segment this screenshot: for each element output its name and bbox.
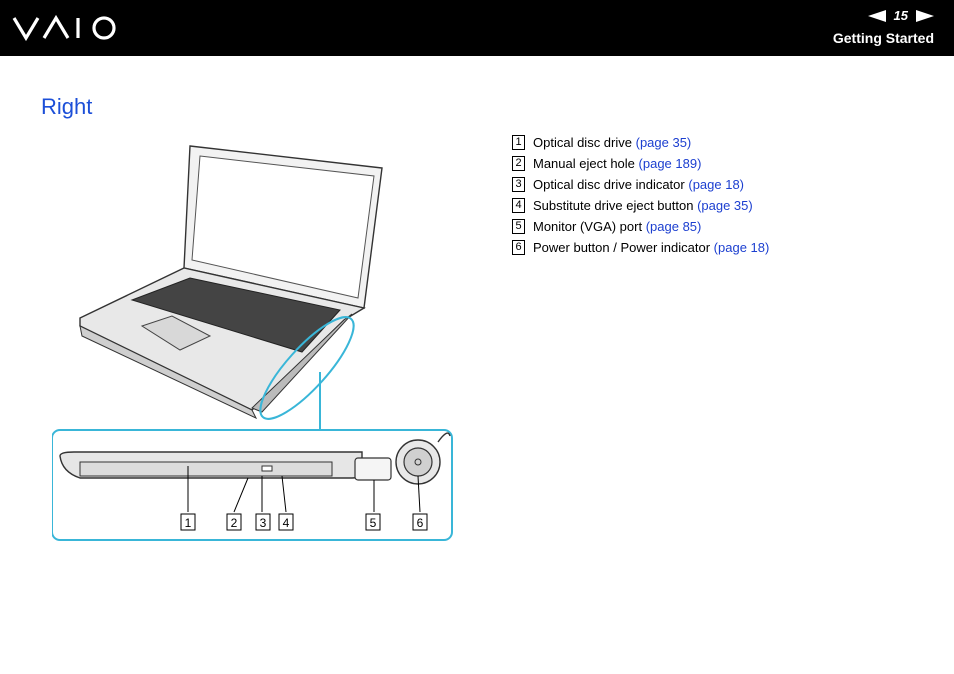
laptop-right-side-illustration: 1 2 3 4 5 6 xyxy=(52,145,453,541)
laptop-front-edge xyxy=(79,325,258,420)
prev-page-arrow-icon[interactable] xyxy=(867,9,886,22)
list-item: 3 Optical disc drive indicator (page 18) xyxy=(512,174,769,195)
item-number: 2 xyxy=(512,156,525,171)
list-item: 5 Monitor (VGA) port (page 85) xyxy=(512,216,769,237)
item-number: 6 xyxy=(512,240,525,255)
optical-disc-drive xyxy=(79,461,333,477)
svg-text:4: 4 xyxy=(283,516,290,530)
callout-3: 3 xyxy=(255,513,271,531)
list-item: 2 Manual eject hole (page 189) xyxy=(512,153,769,174)
callout-2: 2 xyxy=(226,513,242,531)
callout-1: 1 xyxy=(180,513,196,531)
page-link[interactable]: (page 18) xyxy=(713,240,770,255)
item-text: Optical disc drive indicator xyxy=(533,177,685,192)
drive-indicator xyxy=(261,465,273,472)
item-text: Monitor (VGA) port xyxy=(533,219,643,234)
page-nav: 15 xyxy=(867,8,934,23)
vga-port xyxy=(354,457,392,481)
page-header: 15 Getting Started xyxy=(0,0,954,56)
page-link[interactable]: (page 85) xyxy=(645,219,702,234)
page-link[interactable]: (page 18) xyxy=(688,177,745,192)
page-link[interactable]: (page 189) xyxy=(638,156,702,171)
page-number: 15 xyxy=(893,8,908,23)
laptop-right-side xyxy=(251,313,353,413)
svg-text:1: 1 xyxy=(185,516,192,530)
hinge-edge xyxy=(437,432,451,443)
section-title: Getting Started xyxy=(832,30,934,46)
touchpad xyxy=(140,315,212,351)
list-item: 1 Optical disc drive (page 35) xyxy=(512,132,769,153)
item-text: Power button / Power indicator xyxy=(533,240,711,255)
svg-text:2: 2 xyxy=(231,516,238,530)
item-number: 5 xyxy=(512,219,525,234)
keyboard xyxy=(130,277,341,353)
list-item: 6 Power button / Power indicator (page 18… xyxy=(512,237,769,258)
item-text: Substitute drive eject button xyxy=(533,198,694,213)
detail-callout-frame xyxy=(52,429,453,541)
vaio-logo xyxy=(12,14,116,42)
power-icon xyxy=(414,458,422,466)
item-number: 1 xyxy=(512,135,525,150)
page-title: Right xyxy=(41,94,93,119)
page-link[interactable]: (page 35) xyxy=(697,198,753,213)
svg-text:6: 6 xyxy=(417,516,424,530)
page-link[interactable]: (page 35) xyxy=(635,135,692,150)
callout-4: 4 xyxy=(278,513,294,531)
next-page-arrow-icon[interactable] xyxy=(916,9,934,22)
callout-5: 5 xyxy=(365,513,381,531)
component-list: 1 Optical disc drive (page 35) 2 Manual ej… xyxy=(512,132,769,258)
item-number: 3 xyxy=(512,177,525,192)
svg-text:3: 3 xyxy=(260,516,267,530)
laptop-display xyxy=(191,155,375,299)
svg-text:5: 5 xyxy=(370,516,377,530)
list-item: 4 Substitute drive eject button (page 35) xyxy=(512,195,769,216)
item-text: Optical disc drive xyxy=(533,135,632,150)
power-button xyxy=(403,447,433,477)
item-number: 4 xyxy=(512,198,525,213)
item-text: Manual eject hole xyxy=(533,156,635,171)
callout-6: 6 xyxy=(412,513,428,531)
highlight-ring xyxy=(259,316,355,420)
